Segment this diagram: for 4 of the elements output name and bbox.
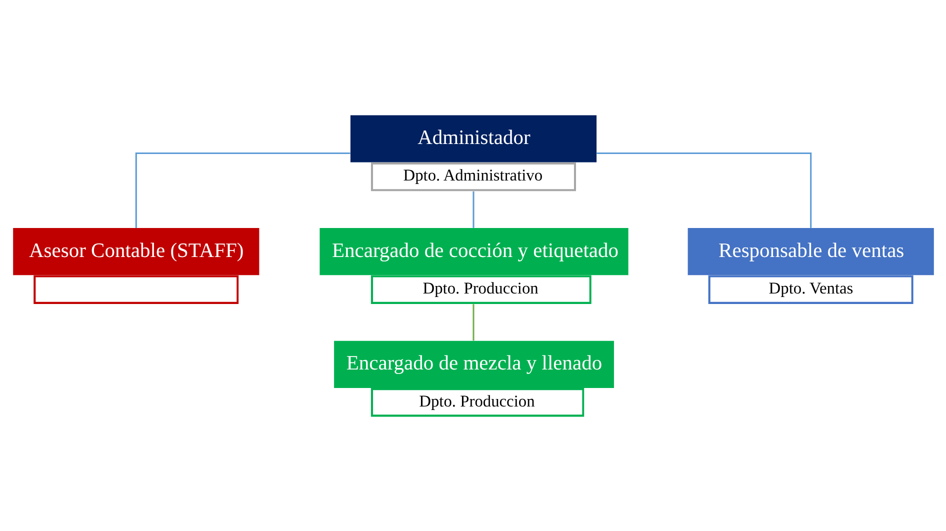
connector [472, 304, 474, 340]
connector [596, 152, 812, 228]
connector [134, 152, 350, 228]
connector [472, 190, 474, 228]
